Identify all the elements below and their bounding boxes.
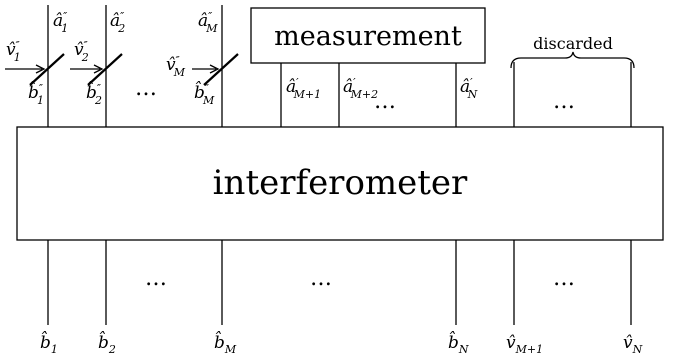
- label-out-b2: b̂2: [98, 331, 116, 356]
- label-a-M1: â′M+1: [286, 76, 321, 101]
- label-v2: v̂″2: [74, 39, 89, 64]
- label-out-vM1: v̂M+1: [506, 333, 543, 356]
- label-vM: v̂″M: [166, 54, 186, 79]
- label-out-bN: b̂N: [448, 331, 469, 356]
- label-v1: v̂″1: [6, 39, 21, 64]
- discarded-label: discarded: [533, 34, 613, 53]
- dots-inputs: …: [135, 76, 162, 101]
- label-out-vN: v̂N: [623, 333, 643, 356]
- label-b1-mid: b̂″1: [28, 81, 44, 107]
- label-a-N: â′N: [460, 76, 478, 101]
- vacuum-arrowhead-2: [93, 64, 104, 74]
- discarded-brace: [510, 51, 635, 69]
- dots-output-2: …: [310, 266, 337, 291]
- label-out-b1: b̂1: [40, 331, 58, 356]
- dots-output-3: …: [553, 266, 580, 291]
- interferometer-label: interferometer: [213, 163, 468, 203]
- label-a1: â″1: [53, 10, 68, 35]
- beam-splitter-M: [203, 53, 239, 86]
- vacuum-arrowhead-1: [35, 64, 46, 74]
- label-b2-mid: b̂″2: [86, 81, 102, 107]
- label-out-bM: b̂M: [214, 331, 237, 356]
- beam-splitter-1: [29, 53, 65, 86]
- dots-output-1: …: [145, 266, 172, 291]
- vacuum-arrowhead-M: [209, 64, 220, 74]
- beam-splitter-2: [87, 53, 123, 86]
- dots-measured: …: [374, 89, 401, 114]
- measurement-label: measurement: [274, 21, 462, 52]
- label-a-M2: â′M+2: [343, 76, 378, 101]
- label-aM: â″M: [198, 10, 218, 35]
- label-a2: â″2: [110, 10, 125, 35]
- interferometer-box: [16, 126, 664, 241]
- dots-discarded: …: [553, 89, 580, 114]
- label-bM-mid: b̂″M: [194, 81, 215, 107]
- measurement-box: [250, 7, 486, 64]
